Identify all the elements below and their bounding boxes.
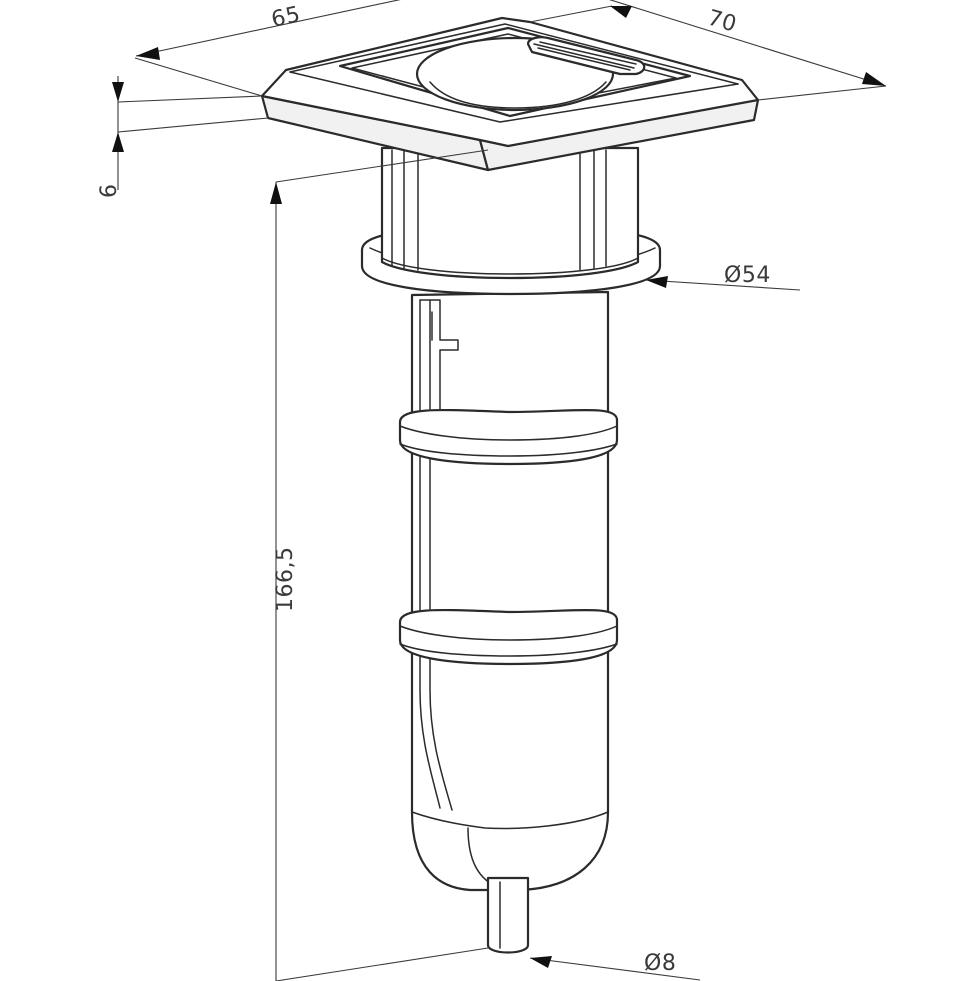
dim-total-height: 166,5 — [270, 149, 489, 981]
dim-top-width: 65 — [134, 0, 401, 97]
flange-opening-inner — [429, 81, 607, 109]
dim-outlet-diameter-label: Ø8 — [644, 951, 676, 976]
top-flange — [260, 16, 760, 172]
dim-top-width-label: 65 — [269, 2, 303, 32]
tube-body — [410, 290, 610, 892]
ring-lower-top-edge — [399, 625, 618, 641]
dim-total-height-label: 166,5 — [273, 547, 298, 612]
outlet-pipe-outline — [486, 876, 530, 954]
tube-ring-lower — [398, 608, 619, 666]
tube-ring-upper — [398, 408, 619, 466]
inner-cylinder — [380, 146, 640, 280]
outlet-pipe — [486, 876, 530, 954]
dim-outlet-diameter: Ø8 — [529, 951, 701, 981]
tube-clip — [419, 299, 459, 441]
ring-upper-inner-edge — [399, 443, 618, 457]
ring-lower-inner-edge — [399, 643, 618, 657]
tube-bottom-edge — [411, 811, 609, 830]
flange-bevel-back — [289, 23, 739, 85]
flange-bevel-front — [289, 71, 739, 123]
dim-flange-thickness-label: 6 — [97, 184, 122, 199]
tube-rib-left — [419, 299, 441, 809]
ring-upper-top-edge — [399, 425, 618, 441]
inner-cylinder-bottom-edge — [381, 257, 639, 275]
flange-vent-slot — [526, 36, 646, 76]
dim-ring-diameter-label: Ø54 — [724, 263, 771, 288]
dim-ring-diameter: Ø54 — [645, 263, 801, 291]
ring-lower-outline — [398, 608, 619, 666]
dim-top-depth-label: 70 — [705, 6, 740, 38]
ring-upper-outline — [398, 408, 619, 466]
tube-outline — [410, 290, 610, 892]
upper-cylinder — [360, 146, 662, 296]
tube-rib-right — [429, 299, 453, 811]
dim-flange-thickness: 6 — [97, 76, 269, 199]
